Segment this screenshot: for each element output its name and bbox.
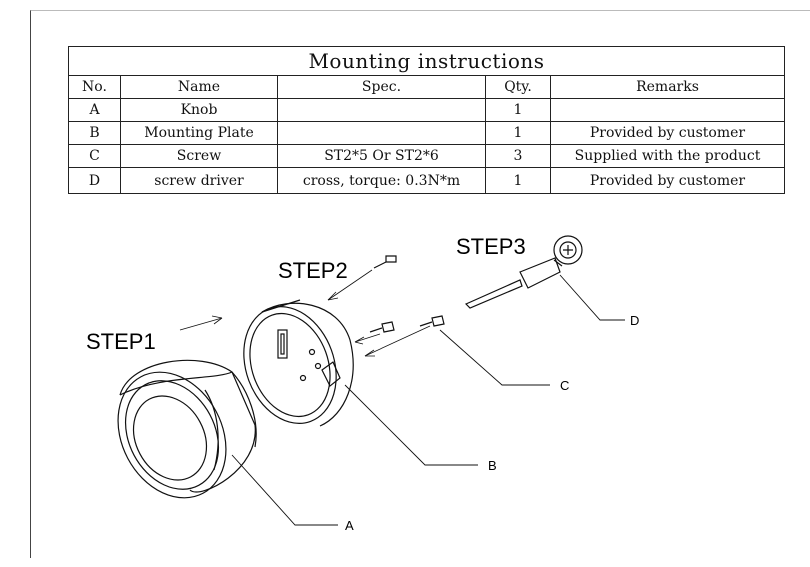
row-spec: cross, torque: 0.3N*m	[277, 167, 486, 194]
mounting-plate-part-b	[243, 299, 354, 427]
mounting-instructions-table: Mounting instructions No. Name Spec. Qty…	[68, 46, 785, 194]
row-spec	[277, 121, 486, 145]
assembly-arrows	[179, 269, 431, 357]
header-spec: Spec.	[277, 75, 486, 99]
screwdriver-part-d	[464, 235, 583, 309]
table-row: C Screw ST2*5 Or ST2*6 3 Supplied with t…	[68, 144, 785, 168]
row-remarks: Provided by customer	[550, 167, 785, 194]
row-no: D	[68, 167, 121, 194]
row-qty: 3	[485, 144, 551, 168]
step2-label: STEP2	[278, 258, 348, 283]
callout-d: D	[630, 313, 639, 328]
callout-a: A	[345, 518, 354, 533]
row-spec: ST2*5 Or ST2*6	[277, 144, 486, 168]
leader-lines	[231, 274, 625, 526]
row-qty: 1	[485, 167, 551, 194]
header-no: No.	[68, 75, 121, 99]
drawing-frame	[30, 10, 810, 558]
step1-label: STEP1	[86, 329, 156, 354]
callout-b: B	[488, 458, 497, 473]
step3-label: STEP3	[456, 234, 526, 259]
row-name: Mounting Plate	[120, 121, 278, 145]
row-no: B	[68, 121, 121, 145]
row-remarks	[550, 98, 785, 122]
table-row: B Mounting Plate 1 Provided by customer	[68, 121, 785, 145]
row-name: screw driver	[120, 167, 278, 194]
table-title: Mounting instructions	[68, 46, 785, 76]
knob-part-a	[117, 359, 257, 499]
row-remarks: Supplied with the product	[550, 144, 785, 168]
table-row: D screw driver cross, torque: 0.3N*m 1 P…	[68, 167, 785, 194]
screws-part-c	[369, 255, 445, 333]
row-name: Screw	[120, 144, 278, 168]
table-header-row: No. Name Spec. Qty. Remarks	[68, 75, 785, 99]
callout-c: C	[560, 378, 569, 393]
row-no: C	[68, 144, 121, 168]
row-name: Knob	[120, 98, 278, 122]
header-qty: Qty.	[485, 75, 551, 99]
header-remarks: Remarks	[550, 75, 785, 99]
row-remarks: Provided by customer	[550, 121, 785, 145]
